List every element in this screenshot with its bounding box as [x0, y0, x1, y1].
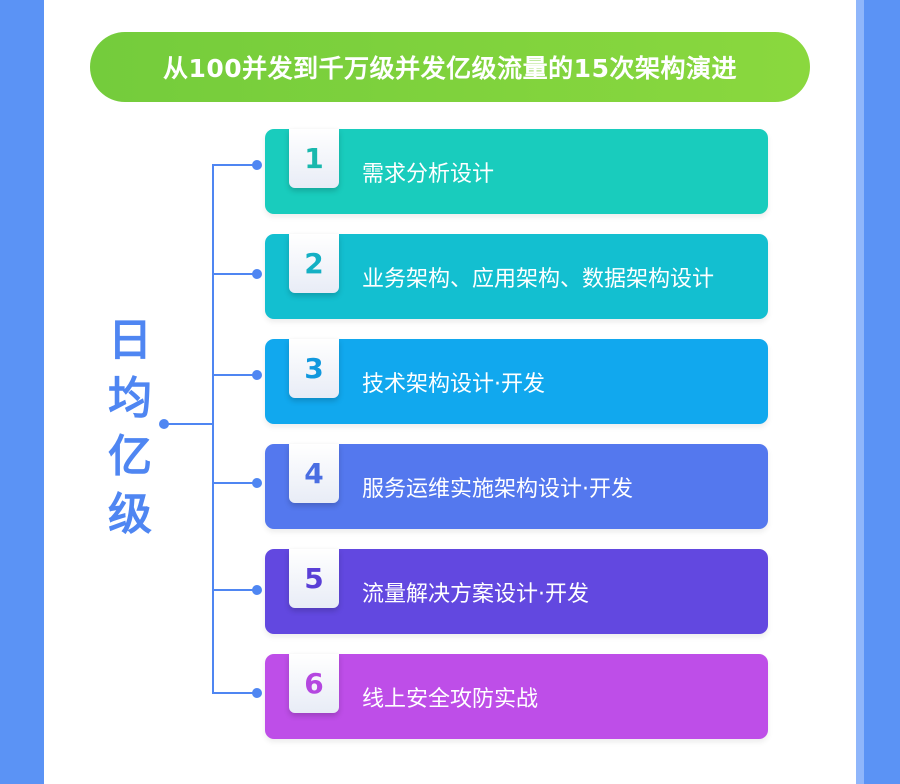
step-number: 2	[304, 247, 324, 280]
step-number: 5	[304, 562, 324, 595]
step-card-5: 5 流量解决方案设计·开发	[265, 549, 768, 634]
step-number: 6	[304, 667, 324, 700]
step-text: 业务架构、应用架构、数据架构设计	[362, 266, 715, 292]
step-number-box: 2	[289, 234, 339, 293]
step-text: 线上安全攻防实战	[362, 686, 539, 712]
right-edge-strip	[856, 0, 864, 784]
connector-branch-line	[212, 589, 257, 591]
connector-branch-dot	[252, 478, 262, 488]
connector-branch-line	[212, 164, 257, 166]
step-number: 4	[304, 457, 324, 490]
side-label-char: 级	[108, 489, 152, 540]
step-number-box: 5	[289, 549, 339, 608]
step-number-box: 3	[289, 339, 339, 398]
title-banner: 从100并发到千万级并发亿级流量的15次架构演进	[90, 32, 810, 102]
step-number-box: 4	[289, 444, 339, 503]
connector-trunk-line	[212, 164, 214, 694]
connector-branch-line	[212, 482, 257, 484]
connector-branch-dot	[252, 688, 262, 698]
connector-root-dot	[159, 419, 169, 429]
side-label-char: 日	[108, 315, 152, 366]
side-label-char: 亿	[108, 431, 152, 482]
side-label-char: 均	[108, 373, 152, 424]
step-number: 3	[304, 352, 324, 385]
step-card-3: 3 技术架构设计·开发	[265, 339, 768, 424]
step-number-box: 6	[289, 654, 339, 713]
step-number: 1	[304, 142, 324, 175]
step-card-1: 1 需求分析设计	[265, 129, 768, 214]
step-text: 需求分析设计	[362, 161, 495, 187]
step-card-2: 2 业务架构、应用架构、数据架构设计	[265, 234, 768, 319]
side-label: 日 均 亿 级	[102, 312, 158, 544]
connector-root-line	[168, 423, 213, 425]
step-text: 技术架构设计·开发	[362, 371, 545, 397]
title-text: 从100并发到千万级并发亿级流量的15次架构演进	[163, 54, 737, 83]
connector-branch-dot	[252, 585, 262, 595]
step-text: 服务运维实施架构设计·开发	[362, 476, 633, 502]
step-text: 流量解决方案设计·开发	[362, 581, 589, 607]
step-number-box: 1	[289, 129, 339, 188]
step-card-4: 4 服务运维实施架构设计·开发	[265, 444, 768, 529]
step-card-6: 6 线上安全攻防实战	[265, 654, 768, 739]
connector-branch-line	[212, 692, 257, 694]
connector-branch-dot	[252, 160, 262, 170]
connector-branch-line	[212, 273, 257, 275]
connector-branch-line	[212, 374, 257, 376]
connector-branch-dot	[252, 269, 262, 279]
connector-branch-dot	[252, 370, 262, 380]
